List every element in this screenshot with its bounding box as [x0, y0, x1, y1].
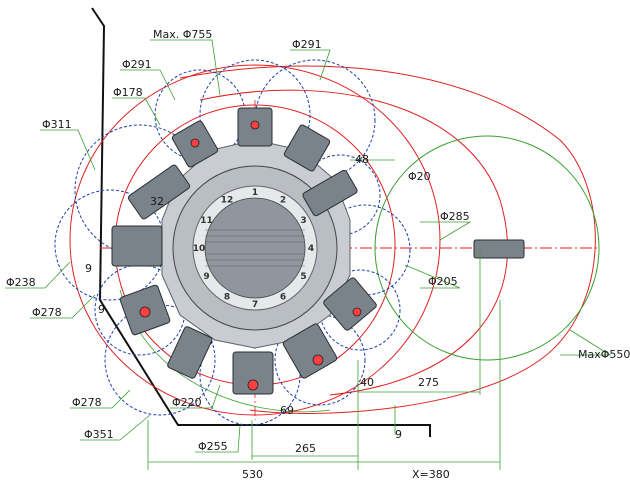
label-d311: Φ311: [42, 118, 72, 131]
tool-holders: [111, 107, 525, 395]
tool-centers: [139, 120, 362, 391]
label-d48: 48: [355, 153, 369, 166]
max550-circle: [374, 135, 600, 361]
turret-number: 8: [224, 293, 230, 303]
turret-number: 1: [252, 188, 258, 198]
label-d530: 530: [242, 468, 263, 481]
turret-number: 7: [252, 300, 258, 310]
label-d20: Φ20: [408, 170, 431, 183]
max-swing-envelope: [179, 65, 596, 414]
turret-number: 3: [300, 216, 306, 226]
turret-number: 9: [203, 272, 209, 282]
label-d265: 265: [295, 442, 316, 455]
label-d32: 32: [150, 195, 164, 208]
label-d9-mid: 9: [98, 303, 105, 316]
turret-number: 2: [280, 196, 286, 206]
label-d291-top: Φ291: [292, 38, 322, 51]
label-d9-bottom: 9: [395, 428, 402, 441]
label-d220: Φ220: [172, 396, 202, 409]
swing-envelope-2: [199, 89, 509, 396]
label-d255: Φ255: [198, 440, 228, 453]
label-d285: Φ285: [440, 210, 470, 223]
turret-number: 12: [221, 196, 234, 206]
label-d278-left: Φ278: [32, 306, 62, 319]
turret-number: 11: [200, 216, 213, 226]
label-d9-left: 9: [85, 262, 92, 275]
label-d238: Φ238: [6, 276, 36, 289]
label-d178: Φ178: [113, 86, 143, 99]
label-d291-left: Φ291: [122, 58, 152, 71]
machine-outline: [91, 7, 431, 437]
label-max755: Max. Φ755: [153, 28, 212, 41]
label-d278-bottom: Φ278: [72, 396, 102, 409]
turret-number: 10: [193, 244, 206, 254]
label-d275: 275: [418, 376, 439, 389]
label-x380: X=380: [412, 468, 450, 481]
turret-number: 5: [300, 272, 306, 282]
label-d69: 69: [280, 404, 294, 417]
label-d351: Φ351: [84, 428, 114, 441]
label-d40: 40: [360, 376, 374, 389]
turret-number: 4: [308, 244, 314, 254]
label-d205: Φ205: [428, 275, 458, 288]
turret-number: 6: [280, 293, 286, 303]
turret-body: [161, 139, 351, 349]
leader-lines: [5, 39, 612, 470]
label-maxd550: MaxΦ550: [578, 348, 630, 361]
